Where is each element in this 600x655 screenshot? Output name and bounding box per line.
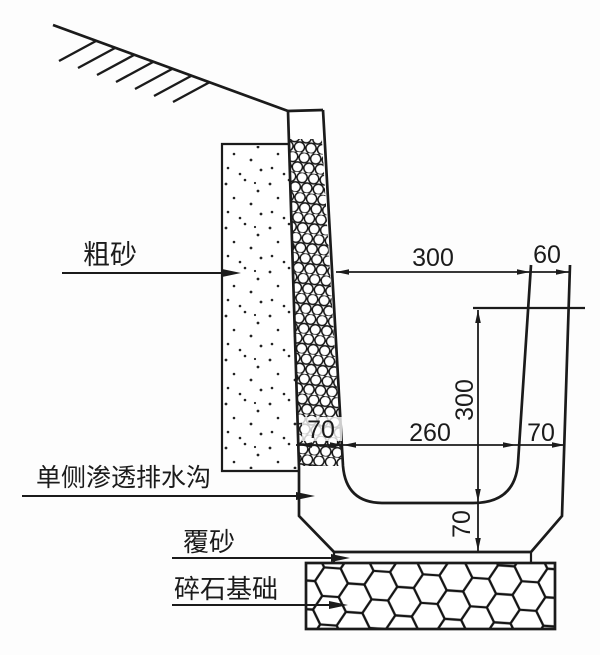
- dim-right-wall-thickness: 70: [527, 419, 555, 447]
- coarse-sand-label: 粗砂: [83, 240, 137, 270]
- dimension-lines: 300 60 70 260 70 300 70: [296, 241, 569, 551]
- gravel-foundation-leader-arrow: [329, 601, 348, 609]
- dim-base-slab-thickness: 70: [448, 510, 476, 538]
- slope-surface-line: [52, 23, 289, 113]
- dim-top-opening-width: 300: [412, 244, 454, 272]
- dim-ditch-depth: 300: [451, 379, 479, 421]
- cover-sand-leader-arrow: [331, 554, 350, 562]
- label-cover-sand: 覆砂: [172, 527, 350, 562]
- gravel-foundation-block: [304, 561, 557, 631]
- gravel-foundation-label: 碎石基础: [174, 574, 278, 604]
- coarse-sand-leader-arrow: [222, 269, 241, 277]
- gravel-wall: [287, 108, 343, 468]
- coarse-sand-outline: [220, 142, 299, 473]
- slope-ground: [52, 23, 289, 113]
- cover-sand-label: 覆砂: [183, 527, 235, 557]
- cover-sand-layer: [332, 552, 533, 563]
- label-coarse-sand: 粗砂: [62, 240, 241, 277]
- coarse-sand-region: [220, 142, 299, 473]
- label-gravel-foundation: 碎石基础: [172, 574, 348, 609]
- drainage-ditch-label: 单侧渗透排水沟: [36, 464, 211, 492]
- slope-hatch-marks: [58, 39, 211, 104]
- dim-inner-bottom-width: 260: [409, 419, 451, 447]
- channel-inner-outline: [321, 109, 533, 505]
- drainage-ditch-leader-arrow: [296, 492, 315, 500]
- dim-top-wall-thickness: 60: [533, 241, 561, 269]
- label-drainage-ditch: 单侧渗透排水沟: [22, 464, 315, 500]
- dim-left-wall-thickness: 70: [307, 416, 335, 444]
- gravel-wall-cap-top: [287, 108, 324, 113]
